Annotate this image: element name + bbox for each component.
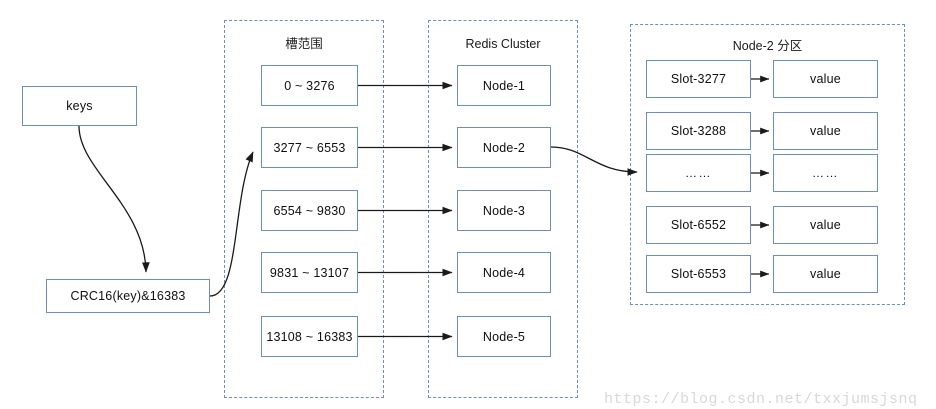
node2-partition-panel-title: Node-2 分区 bbox=[732, 39, 803, 53]
slot-range-label: 9831 ~ 13107 bbox=[269, 265, 350, 280]
slot-range-label: 6554 ~ 9830 bbox=[273, 203, 346, 218]
node2-value-1: value bbox=[773, 112, 878, 150]
node2-slot-3: Slot-6552 bbox=[646, 206, 751, 244]
cluster-node-label: Node-5 bbox=[482, 329, 526, 344]
node2-slot-2: …… bbox=[646, 154, 751, 192]
redis-cluster-panel-title: Redis Cluster bbox=[465, 37, 541, 51]
keys-box: keys bbox=[22, 86, 137, 126]
cluster-node-label: Node-2 bbox=[482, 140, 526, 155]
keys-box-label: keys bbox=[66, 99, 93, 113]
node2-slot-label: Slot-6552 bbox=[670, 218, 727, 232]
slot-range-item-1: 3277 ~ 6553 bbox=[261, 127, 358, 168]
crc16-box-label: CRC16(key)&16383 bbox=[70, 289, 186, 303]
cluster-node-2: Node-3 bbox=[457, 190, 551, 231]
cluster-node-label: Node-1 bbox=[482, 78, 526, 93]
slot-range-label: 0 ~ 3276 bbox=[284, 78, 335, 93]
slot-range-panel-title: 槽范围 bbox=[285, 37, 323, 51]
node2-slot-label: Slot-3288 bbox=[670, 124, 727, 138]
slot-range-label: 3277 ~ 6553 bbox=[273, 140, 346, 155]
cluster-node-1: Node-2 bbox=[457, 127, 551, 168]
node2-slot-label: Slot-3277 bbox=[670, 72, 727, 86]
node2-value-label: …… bbox=[812, 166, 839, 180]
watermark: https://blog.csdn.net/txxjumsjsnq bbox=[604, 391, 918, 408]
node2-slot-4: Slot-6553 bbox=[646, 255, 751, 293]
slot-range-item-0: 0 ~ 3276 bbox=[261, 65, 358, 106]
node2-value-label: value bbox=[810, 218, 841, 232]
redis-cluster-panel bbox=[428, 20, 578, 398]
node2-slot-0: Slot-3277 bbox=[646, 60, 751, 98]
node2-value-label: value bbox=[810, 124, 841, 138]
slot-range-item-3: 9831 ~ 13107 bbox=[261, 252, 358, 293]
node2-value-2: …… bbox=[773, 154, 878, 192]
node2-slot-label: …… bbox=[685, 166, 712, 180]
node2-value-0: value bbox=[773, 60, 878, 98]
node2-value-label: value bbox=[810, 72, 841, 86]
node2-slot-label: Slot-6553 bbox=[670, 267, 727, 281]
slot-range-label: 13108 ~ 16383 bbox=[266, 329, 353, 344]
slot-range-item-4: 13108 ~ 16383 bbox=[261, 316, 358, 357]
cluster-node-3: Node-4 bbox=[457, 252, 551, 293]
crc16-box: CRC16(key)&16383 bbox=[46, 279, 210, 313]
cluster-node-0: Node-1 bbox=[457, 65, 551, 106]
cluster-node-label: Node-3 bbox=[482, 203, 526, 218]
cluster-node-label: Node-4 bbox=[482, 265, 526, 280]
node2-value-label: value bbox=[810, 267, 841, 281]
node2-value-3: value bbox=[773, 206, 878, 244]
node2-slot-1: Slot-3288 bbox=[646, 112, 751, 150]
node2-value-4: value bbox=[773, 255, 878, 293]
slot-range-item-2: 6554 ~ 9830 bbox=[261, 190, 358, 231]
arrow-keys-to-crc16 bbox=[78, 125, 150, 273]
cluster-node-4: Node-5 bbox=[457, 316, 551, 357]
